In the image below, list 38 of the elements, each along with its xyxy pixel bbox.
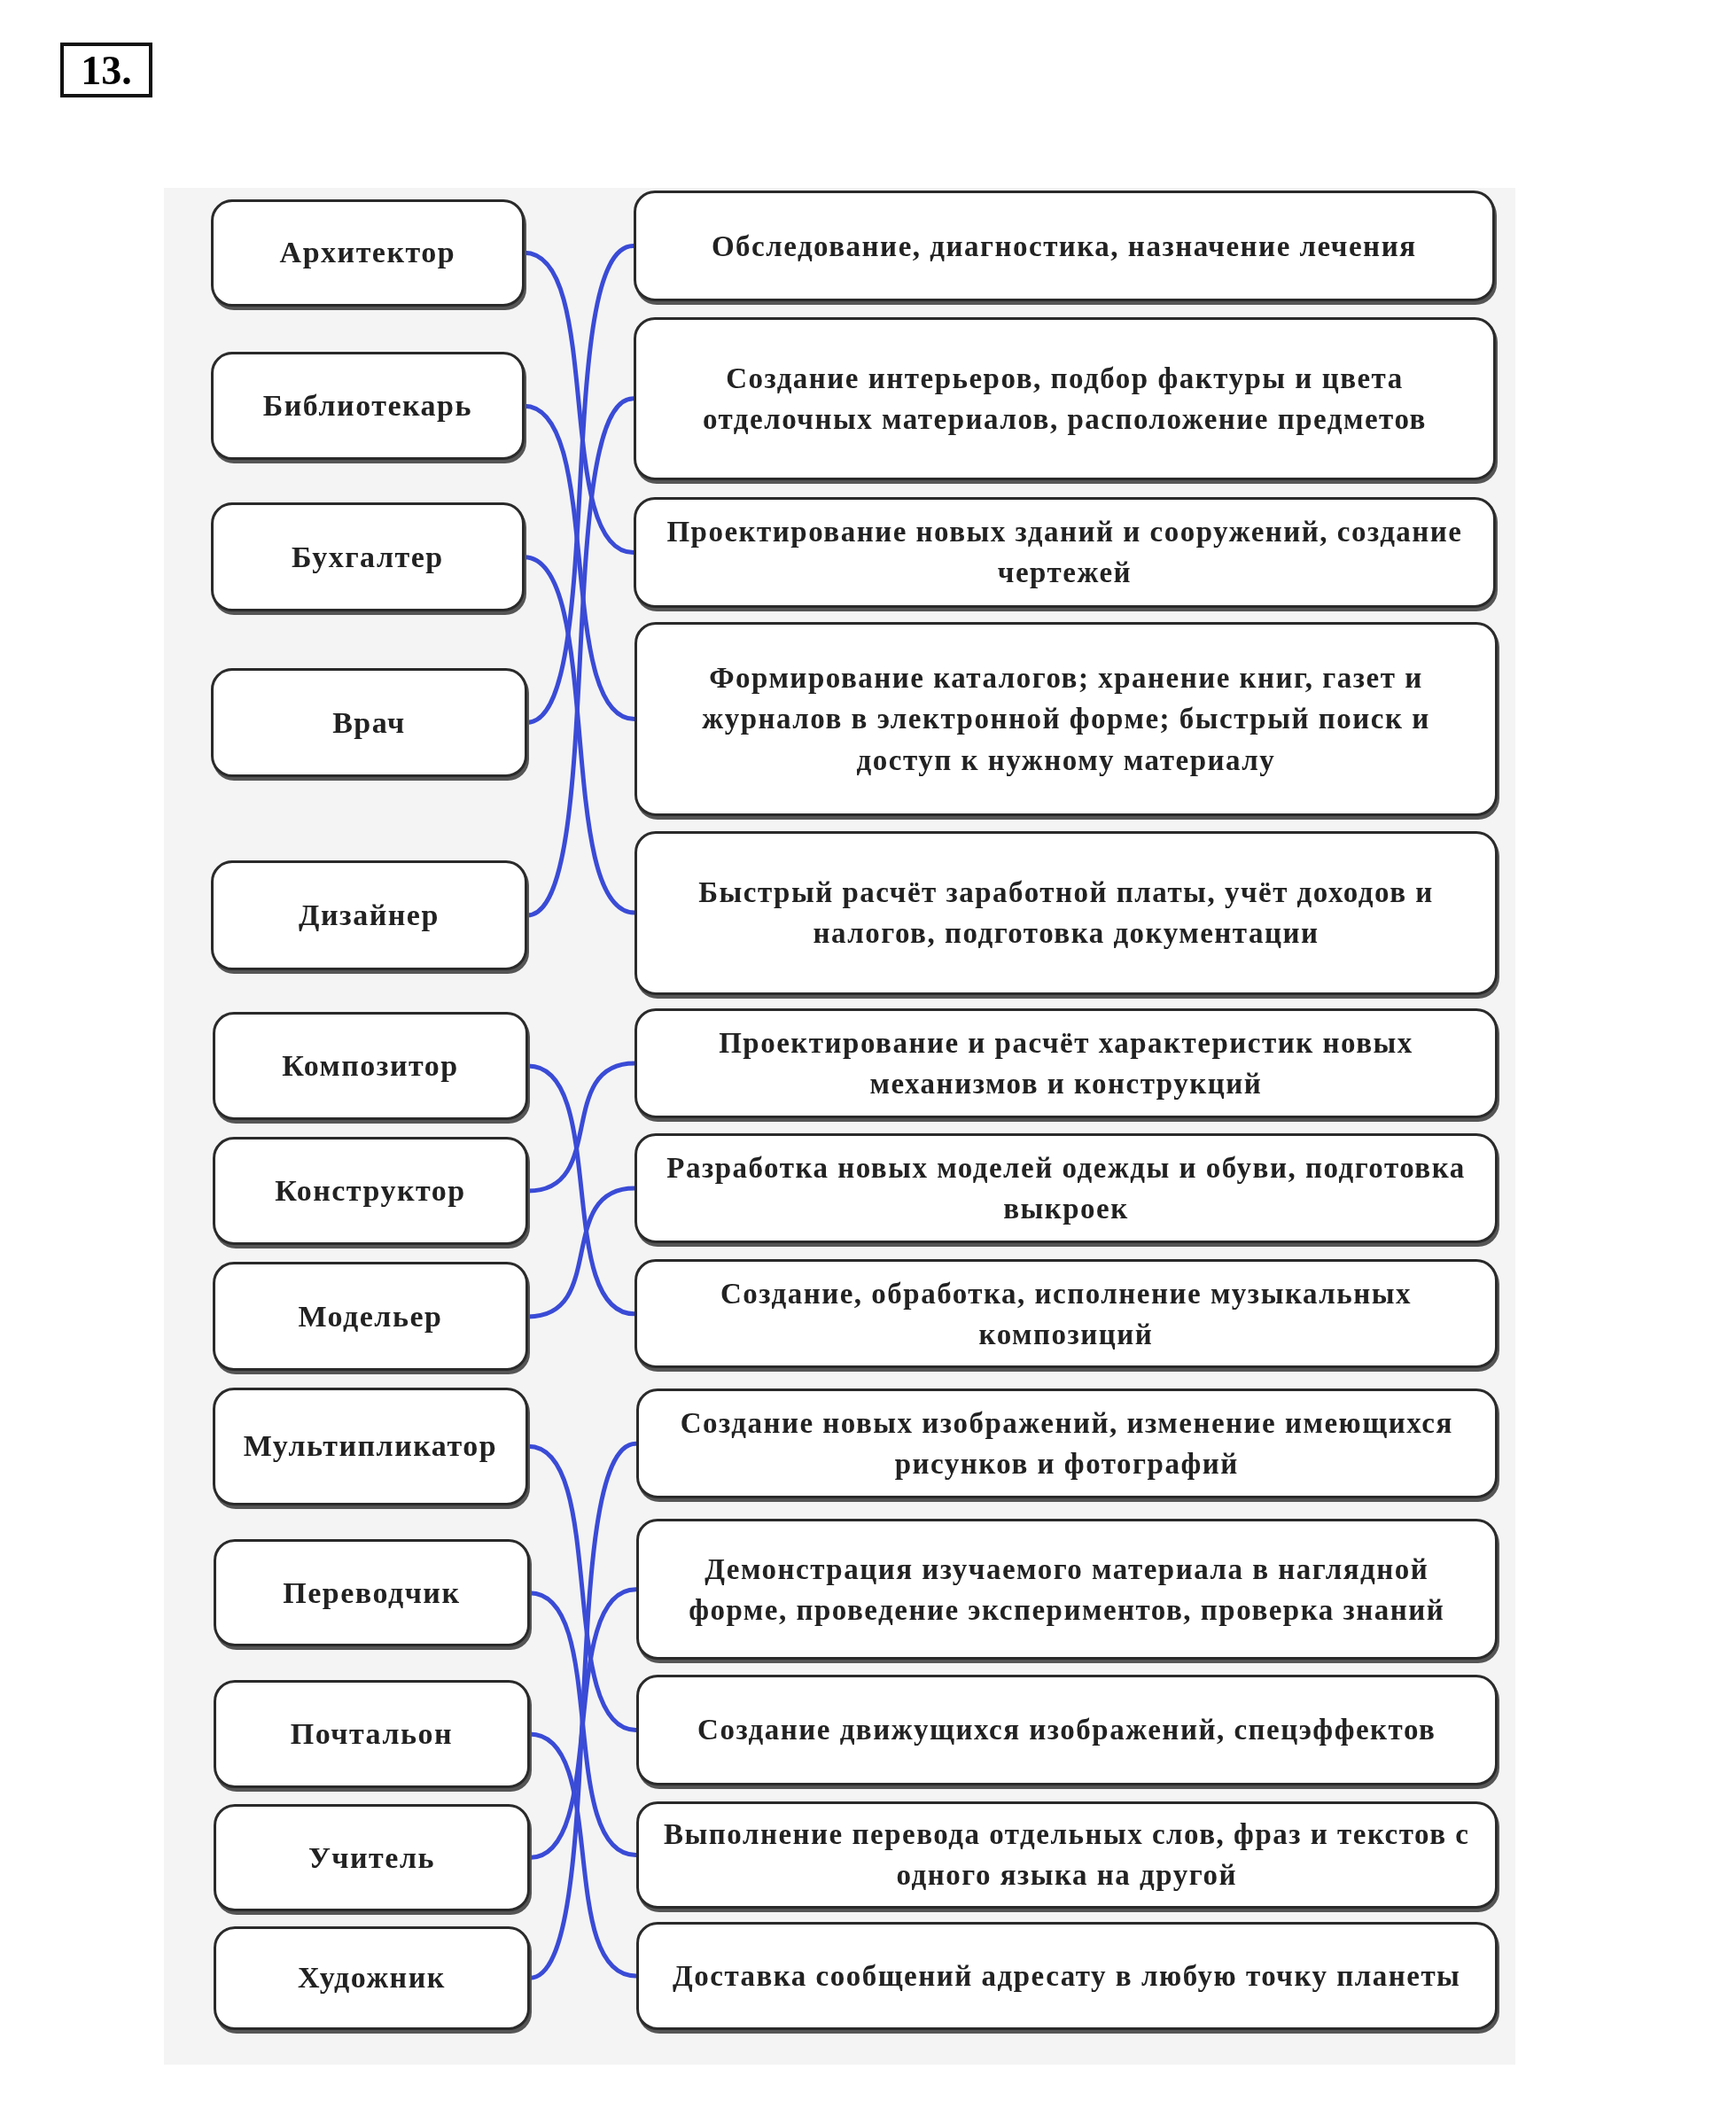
- profession-name: Почтальон: [290, 1716, 454, 1753]
- description-text: Разработка новых моделей одежды и обуви, подготовка выкроек: [666, 1150, 1467, 1226]
- task-number: 13.: [60, 43, 152, 97]
- description-box: [634, 1007, 1498, 1119]
- description-text: Демонстрация изучаемого материала в наглядной форме, проведение экспериментов, проверка знаний: [688, 1552, 1446, 1628]
- profession-name: Модельер: [298, 1299, 443, 1335]
- profession-name: Дизайнер: [299, 898, 440, 934]
- profession-name: Художник: [297, 1960, 446, 1996]
- description-text: Создание движущихся изображений, спецэффектов: [697, 1713, 1436, 1748]
- profession-name: Конструктор: [275, 1173, 466, 1210]
- description-text: Обследование, диагностика, назначение лечения: [711, 229, 1417, 264]
- profession-name: Переводчик: [283, 1575, 461, 1611]
- description-text: Создание интерьеров, подбор фактуры и цвета отделочных материалов, расположение предметов: [702, 361, 1428, 437]
- description-text: Выполнение перевода отдельных слов, фраз и текстов с одного языка на другой: [663, 1817, 1471, 1894]
- profession-box: [212, 1262, 529, 1372]
- profession-name: Врач: [332, 704, 406, 741]
- profession-box: [214, 1803, 530, 1912]
- description-box: [634, 1132, 1498, 1244]
- profession-box: [211, 860, 527, 971]
- description-box: [635, 1801, 1498, 1910]
- description-box: [635, 1388, 1498, 1499]
- profession-name: Учитель: [307, 1840, 435, 1876]
- description-text: Создание, обработка, исполнение музыкальных композиций: [720, 1276, 1413, 1352]
- description-text: Создание новых изображений, изменение имеющихся рисунков и фотографий: [679, 1406, 1454, 1482]
- description-text: Доставка сообщений адресату в любую точку планеты: [673, 1958, 1461, 1994]
- profession-name: Бухгалтер: [292, 540, 444, 575]
- profession-name: Композитор: [282, 1048, 459, 1085]
- description-text: Быстрый расчёт заработной платы, учёт доходов и налогов, подготовка документации: [697, 875, 1435, 952]
- profession-name: Библиотекарь: [262, 388, 472, 424]
- description-text: Формирование каталогов; хранение книг, газет и журналов в электронной форме; быстрый поиск и доступ к нужному материалу: [701, 661, 1431, 778]
- description-box: [634, 1259, 1498, 1369]
- profession-name: Мультипликатор: [243, 1428, 498, 1465]
- description-text: Проектирование новых зданий и сооружений, создание чертежей: [666, 515, 1464, 591]
- profession-box: [214, 1538, 530, 1647]
- description-text: Проектирование и расчёт характеристик новых механизмов и конструкций: [718, 1025, 1414, 1101]
- profession-box: [211, 502, 525, 612]
- description-box: [635, 1519, 1498, 1661]
- profession-name: Архитектор: [279, 235, 456, 271]
